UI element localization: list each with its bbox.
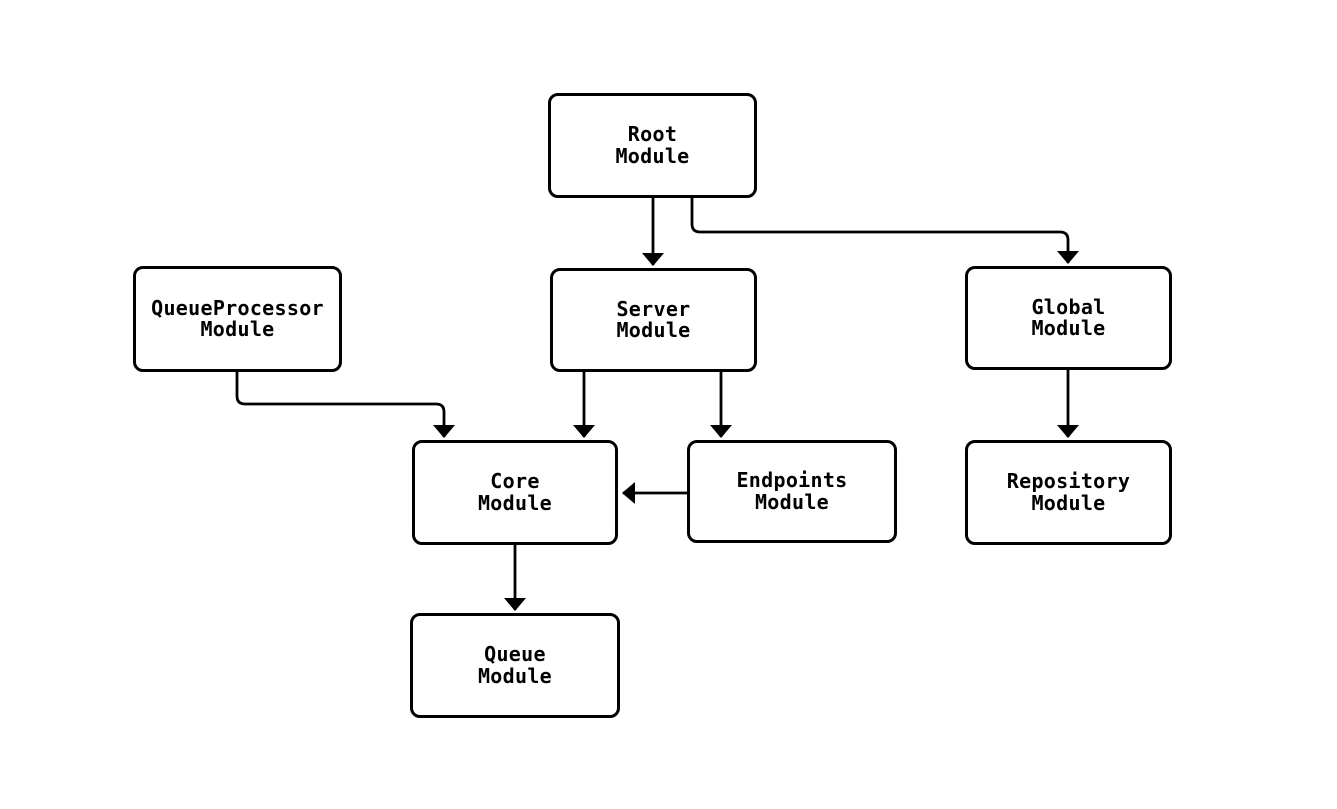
node-server-module-label: Server Module [616,296,691,342]
node-server-module: Server Module [550,268,757,372]
node-queue-module-label: Queue Module [477,642,553,688]
node-repository-module: Repository Module [965,440,1172,545]
edge-root-to-global [690,198,1079,264]
node-global-module-label: Global Module [1031,294,1106,340]
edge-queueprocessor-to-core [235,372,455,438]
node-core-module-label: Core Module [477,469,553,515]
node-root-module: Root Module [548,93,757,198]
node-endpoints-module-label: Endpoints Module [736,468,848,514]
node-global-module: Global Module [965,266,1172,370]
node-root-module-label: Root Module [615,122,690,168]
node-queueprocessor-module-label: QueueProcessor Module [151,295,324,341]
node-core-module: Core Module [412,440,618,545]
node-queue-module: Queue Module [410,613,620,718]
node-queueprocessor-module: QueueProcessor Module [133,266,342,372]
node-repository-module-label: Repository Module [1006,469,1131,515]
node-endpoints-module: Endpoints Module [687,440,897,543]
